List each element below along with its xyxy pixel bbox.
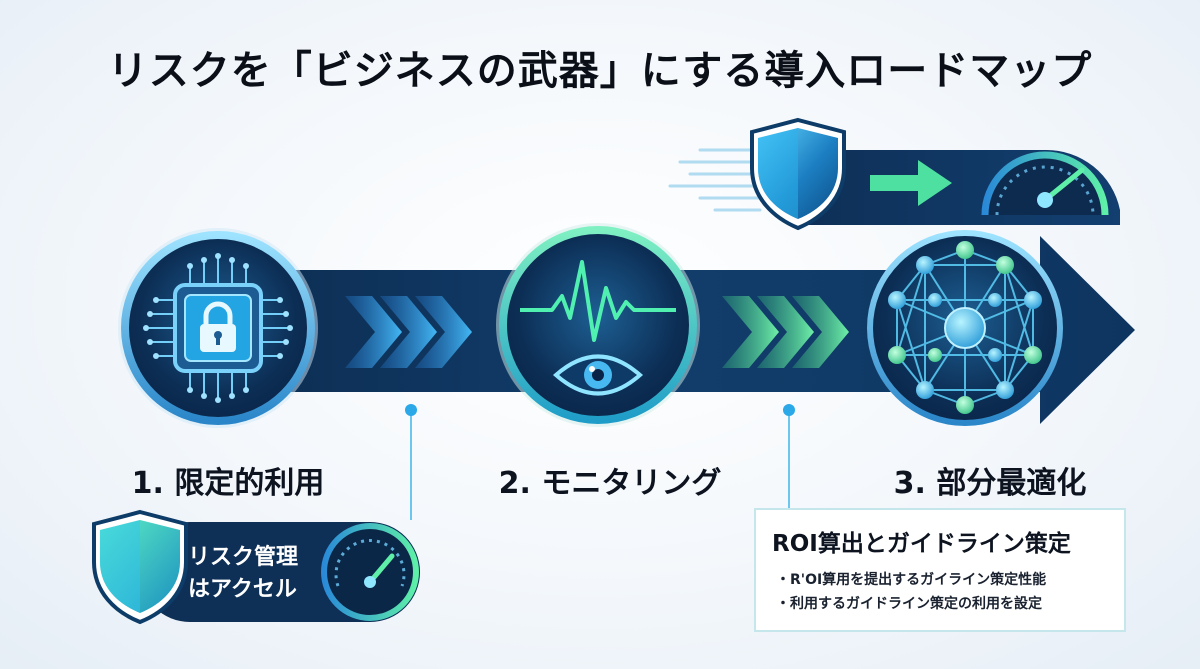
connector-pill — [405, 404, 417, 520]
step-2-circle — [496, 223, 700, 427]
step-2-label: 2. モニタリング — [498, 466, 722, 501]
monitoring-eye-icon — [520, 260, 676, 396]
pill-text: リスク管理 はアクセル — [188, 542, 328, 606]
pill-line-2: はアクセル — [188, 577, 297, 602]
info-box: ROI算出とガイドライン策定 ・R'OI算用を提出するガイライン策定性能 ・利用… — [754, 508, 1126, 632]
info-bullet: ・R'OI算用を提出するガイライン策定性能 — [776, 572, 1047, 588]
chevrons-2-3 — [722, 296, 849, 368]
shield-icon — [92, 509, 188, 625]
locked-chip-icon — [143, 253, 293, 403]
network-icon — [888, 241, 1042, 414]
step-1-label: 1. 限定的利用 — [131, 466, 325, 501]
pill-line-1: リスク管理 — [188, 545, 299, 570]
speedometer-icon — [321, 523, 419, 621]
speedometer-icon — [981, 151, 1109, 216]
top-banner — [668, 117, 1120, 231]
risk-accelerator-pill — [92, 509, 420, 625]
step-1-circle — [118, 228, 318, 428]
shield-icon — [750, 117, 846, 231]
info-bullet: ・利用するガイドライン策定の利用を設定 — [776, 596, 1042, 612]
connector-info — [783, 404, 795, 508]
info-bullet-text: 利用するガイドライン策定の利用を設定 — [790, 596, 1042, 612]
arrow-right-icon — [870, 160, 952, 206]
info-box-title: ROI算出とガイドライン策定 — [772, 531, 1071, 557]
step-3-label: 3. 部分最適化 — [893, 466, 1087, 501]
step-3-circle — [867, 230, 1063, 426]
chevrons-1-2 — [345, 296, 472, 368]
page-title: リスクを「ビジネスの武器」にする導入ロードマップ — [107, 48, 1093, 94]
info-bullet-text: R'OI算用を提出するガイライン策定性能 — [790, 572, 1047, 588]
